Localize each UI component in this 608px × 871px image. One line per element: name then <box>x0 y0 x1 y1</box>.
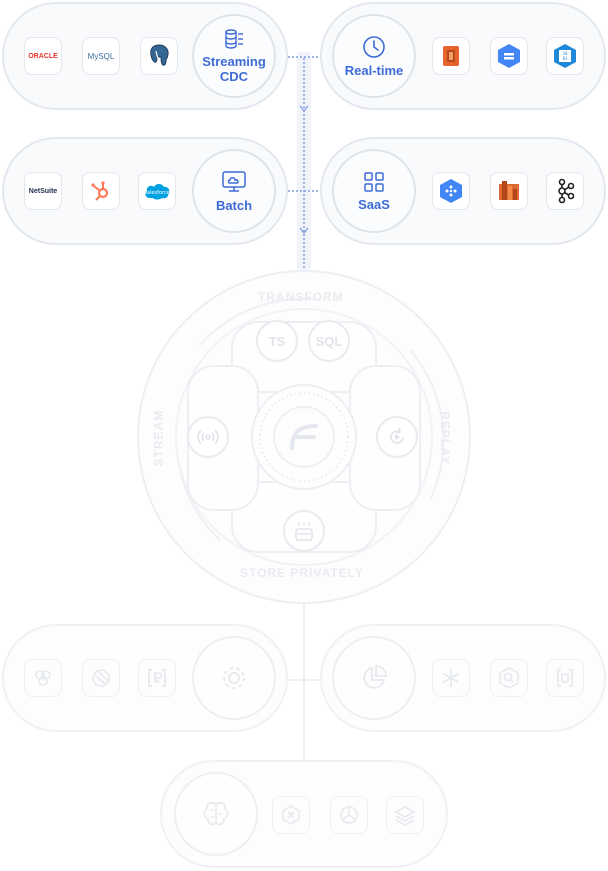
brain-icon <box>203 802 229 826</box>
wheel-label-transform: TRANSFORM <box>258 290 344 304</box>
ai-icon-1 <box>272 796 310 834</box>
svg-text:01: 01 <box>563 56 568 61</box>
saas-hub[interactable]: SaaS <box>332 149 416 233</box>
batch-label: Batch <box>215 197 253 213</box>
destination-hub-ai <box>174 772 258 856</box>
replay-icon <box>376 416 418 458</box>
oracle-logo[interactable]: ORACLE <box>24 37 62 75</box>
wheel-label-replay: REPLAY <box>437 411 452 465</box>
mysql-logo-text: MySQL <box>87 51 115 61</box>
openai-icon <box>330 796 368 834</box>
realtime-hub[interactable]: Real-time <box>332 14 416 98</box>
gear-icon <box>223 667 245 689</box>
streaming-cdc-label: Streaming CDC <box>202 54 266 84</box>
wheel-label-stream: STREAM <box>151 409 166 467</box>
azure-eventhub-icon[interactable]: 10 01 <box>546 37 584 75</box>
snowflake-icon <box>432 659 470 697</box>
bracket-icon <box>546 659 584 697</box>
mysql-logo[interactable]: MySQL <box>82 37 120 75</box>
cloud-monitor-icon <box>222 170 246 192</box>
ts-chip: TS <box>256 320 298 362</box>
pie-chart-icon <box>363 665 387 689</box>
netsuite-logo[interactable]: NetSuite <box>24 172 62 210</box>
wheel-label-store-privately: STORE PRIVATELY <box>240 566 364 580</box>
salesforce-icon[interactable]: salesforce <box>138 172 176 210</box>
destination-hub-analytics <box>332 636 416 720</box>
layers-icon <box>386 796 424 834</box>
netsuite-logo-text: NetSuite <box>28 187 58 195</box>
svg-text:10: 10 <box>563 51 568 56</box>
oracle-logo-text: ORACLE <box>28 52 58 60</box>
aws-redshift-icon[interactable] <box>490 172 528 210</box>
hubspot-icon[interactable] <box>82 172 120 210</box>
gcp-pubsub-icon[interactable] <box>490 37 528 75</box>
gcp-dataflow-icon[interactable] <box>432 172 470 210</box>
saas-label: SaaS <box>358 196 390 212</box>
destination-hub-settings <box>192 636 276 720</box>
bigquery-icon <box>490 659 528 697</box>
destination-icon-1 <box>24 659 62 697</box>
store-privately-icon <box>283 510 325 552</box>
destination-icon-2 <box>82 659 120 697</box>
aws-kinesis-icon[interactable] <box>432 37 470 75</box>
salesforce-logo-text: salesforce <box>144 190 169 196</box>
sql-chip: SQL <box>308 320 350 362</box>
clock-icon <box>363 35 385 58</box>
postgresql-icon[interactable] <box>140 37 178 75</box>
batch-hub[interactable]: Batch <box>192 149 276 233</box>
kafka-icon[interactable] <box>546 172 584 210</box>
streaming-cdc-hub[interactable]: Streaming CDC <box>192 14 276 98</box>
stream-broadcast-icon <box>187 416 229 458</box>
realtime-label: Real-time <box>344 62 404 78</box>
destination-icon-3 <box>138 659 176 697</box>
database-stack-icon <box>225 29 243 49</box>
grid-apps-icon <box>364 171 384 192</box>
